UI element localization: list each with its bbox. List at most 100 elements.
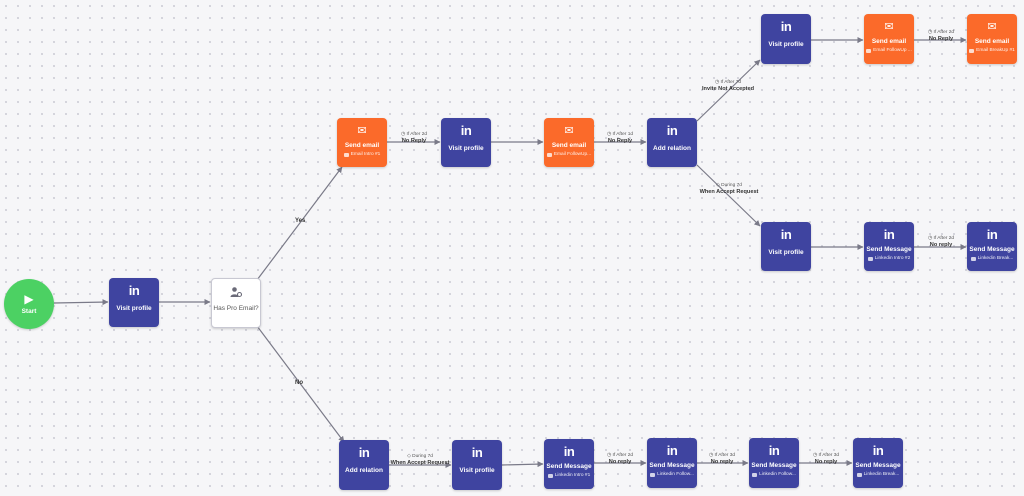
edge-label-e10: ◷ If After 3d No reply: [812, 453, 840, 465]
mail-icon: ✉: [884, 21, 894, 33]
node-send-message-4[interactable]: in Send Message Linkedin Follow...: [647, 438, 697, 488]
template-icon: [752, 472, 758, 477]
node-send-message-1[interactable]: in Send Message Linkedin Intro #2: [864, 222, 914, 271]
diamond-icon: ◇: [407, 454, 411, 459]
mail-icon: ✉: [357, 125, 367, 137]
node-title: Send email: [974, 38, 1010, 45]
diamond-icon: ◇: [716, 183, 720, 188]
edge-cond-addrel2: [256, 325, 345, 443]
edge-label-e2: ◷ If After 1d No Reply: [606, 132, 634, 144]
edge-cond-email1: [256, 166, 343, 281]
node-title: Visit profile: [768, 249, 804, 256]
clock-icon: ◷: [606, 453, 612, 458]
node-send-message-5[interactable]: in Send Message Linkedin Follow...: [749, 438, 799, 488]
node-subtitle: Email BreakUp #1: [976, 48, 1015, 53]
node-title: Send Message: [866, 246, 912, 253]
node-title: Send Message: [855, 462, 901, 469]
node-condition-has-pro-email[interactable]: Has Pro Email?: [211, 278, 261, 328]
clock-icon: ◷: [812, 453, 818, 458]
linkedin-icon: in: [358, 445, 370, 460]
node-send-email-4[interactable]: ✉ Send email Email BreakUp #1: [967, 14, 1017, 64]
template-icon: [856, 472, 862, 477]
user-settings-icon: [230, 287, 242, 298]
linkedin-icon: in: [666, 443, 678, 458]
edge-label-e8: ◷ If After 2d No reply: [606, 453, 634, 465]
edge-addrel1-visit3: [696, 59, 761, 122]
node-send-email-2[interactable]: ✉ Send email Email FollowUp...: [544, 118, 594, 167]
linkedin-icon: in: [780, 19, 792, 34]
mail-icon: ✉: [564, 125, 574, 137]
node-title: Visit profile: [448, 145, 484, 152]
node-visit-profile-4[interactable]: in Visit profile: [761, 222, 811, 271]
linkedin-icon: in: [986, 227, 998, 242]
branch-label-yes: Yes: [295, 218, 306, 224]
linkedin-icon: in: [768, 443, 780, 458]
template-icon: [866, 48, 872, 53]
node-title: Add relation: [653, 145, 691, 152]
linkedin-icon: in: [780, 227, 792, 242]
node-title: Send email: [551, 142, 587, 149]
edge-label-e6: ◷ If After 2d No reply: [927, 236, 955, 248]
node-subtitle: Linkedin Intro #1: [554, 473, 591, 478]
node-title: Visit profile: [459, 467, 495, 474]
node-subtitle: Email Intro #1: [350, 152, 381, 157]
template-icon: [547, 473, 553, 478]
template-icon: [867, 256, 873, 261]
node-visit-profile-2[interactable]: in Visit profile: [441, 118, 491, 167]
edge-start-visit1: [53, 299, 109, 306]
node-visit-profile-5[interactable]: in Visit profile: [452, 440, 502, 490]
node-add-relation-1[interactable]: in Add relation: [647, 118, 697, 167]
node-send-email-1[interactable]: ✉ Send email Email Intro #1: [337, 118, 387, 167]
node-title: Send Message: [649, 462, 695, 469]
edge-label-e3: ◷ If After 7d Invite Not Accepted: [701, 80, 755, 92]
clock-icon: ◷: [400, 132, 406, 137]
edge-visit5-msg3: [501, 461, 544, 468]
template-icon: [969, 48, 975, 53]
node-subtitle: Linkedin Break...: [863, 472, 900, 477]
linkedin-icon: in: [471, 445, 483, 460]
node-subtitle: Linkedin Follow...: [759, 472, 796, 477]
clock-icon: ◷: [927, 30, 933, 35]
linkedin-icon: in: [563, 444, 575, 459]
node-subtitle: Linkedin Intro #2: [874, 256, 911, 261]
linkedin-icon: in: [883, 227, 895, 242]
edge-label-e4: ◇ During 7d When Accept Request: [699, 183, 759, 195]
linkedin-icon: in: [460, 123, 472, 138]
node-send-message-2[interactable]: in Send Message Linkedin Break...: [967, 222, 1017, 271]
node-subtitle: Email FollowUp...: [553, 152, 592, 157]
node-title: Start: [21, 308, 37, 315]
node-title: Visit profile: [116, 305, 152, 312]
node-send-message-6[interactable]: in Send Message Linkedin Break...: [853, 438, 903, 488]
node-visit-profile-3[interactable]: in Visit profile: [761, 14, 811, 64]
node-visit-profile-1[interactable]: in Visit profile: [109, 278, 159, 327]
node-title: Send Message: [969, 246, 1015, 253]
node-send-message-3[interactable]: in Send Message Linkedin Intro #1: [544, 439, 594, 489]
node-title: Add relation: [345, 467, 383, 474]
node-title: Send email: [344, 142, 380, 149]
template-icon: [650, 472, 656, 477]
edge-label-e7: ◇ During 7d When Accept Request: [390, 454, 450, 466]
node-title: Send email: [871, 38, 907, 45]
template-icon: [970, 256, 976, 261]
branch-label-no: No: [295, 380, 303, 386]
node-subtitle: Email FollowUp ...: [873, 48, 912, 53]
edge-label-e1: ◷ If After 2d No Reply: [400, 132, 428, 144]
node-send-email-3[interactable]: ✉ Send email Email FollowUp ...: [864, 14, 914, 64]
clock-icon: ◷: [606, 132, 612, 137]
edge-label-e5: ◷ If After 2d No Reply: [927, 30, 955, 42]
node-subtitle: Linkedin Break...: [977, 256, 1014, 261]
template-icon: [546, 152, 552, 157]
edge-label-e9: ◷ If After 3d No reply: [708, 453, 736, 465]
node-subtitle: Linkedin Follow...: [657, 472, 694, 477]
clock-icon: ◷: [714, 80, 720, 85]
template-icon: [343, 152, 349, 157]
node-title: Send Message: [546, 463, 592, 470]
mail-icon: ✉: [987, 21, 997, 33]
node-title: Has Pro Email?: [213, 305, 259, 312]
node-add-relation-2[interactable]: in Add relation: [339, 440, 389, 490]
start-node[interactable]: ▶ Start: [4, 279, 54, 329]
linkedin-icon: in: [666, 123, 678, 138]
clock-icon: ◷: [927, 236, 933, 241]
